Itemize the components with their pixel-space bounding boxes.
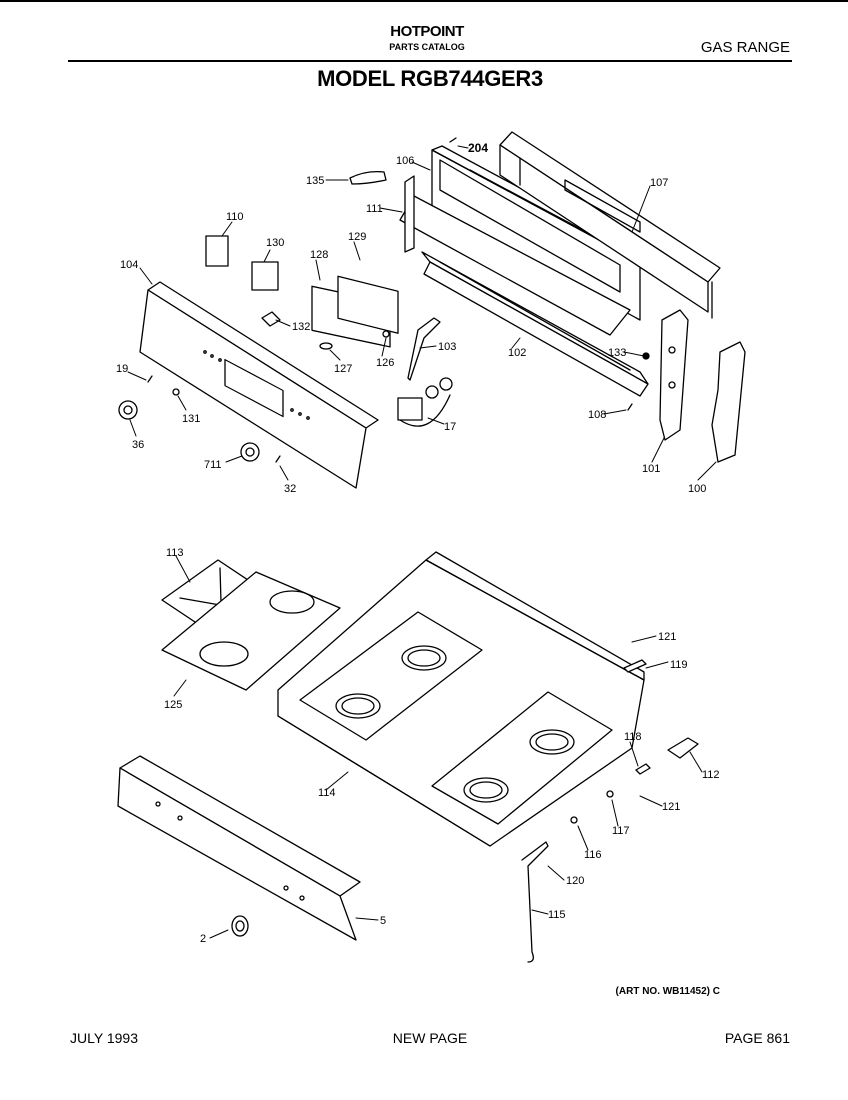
- callout-100: 100: [688, 483, 706, 495]
- side-bracket-101: [659, 309, 689, 441]
- footer-page-number: PAGE 861: [724, 1030, 790, 1046]
- top-border: [0, 0, 848, 2]
- callout-126: 126: [376, 357, 394, 369]
- callout-129: 129: [348, 231, 366, 243]
- callout-131: 131: [182, 413, 200, 425]
- callout-115: 115: [548, 909, 566, 921]
- callout-711: 711: [204, 459, 222, 471]
- callout-121-top: 121: [658, 631, 676, 643]
- callout-116: 116: [584, 849, 602, 861]
- leader-lines: [127, 145, 717, 939]
- backguard-trim-107: [499, 131, 721, 319]
- burner-pan-125: [161, 571, 341, 691]
- callout-204: 204: [468, 141, 488, 155]
- callout-118: 118: [624, 731, 642, 743]
- callout-128: 128: [310, 249, 328, 261]
- trim-strip-102: [421, 251, 649, 397]
- callout-113: 113: [166, 547, 184, 559]
- callout-133: 133: [608, 347, 626, 359]
- callout-110: 110: [226, 211, 244, 223]
- cooktop-114: [277, 551, 645, 847]
- model-title: MODEL RGB744GER3: [317, 66, 543, 91]
- small-parts-lower: [231, 659, 699, 963]
- callout-108: 108: [588, 409, 606, 421]
- screw-204: [449, 137, 457, 143]
- callout-120: 120: [566, 875, 584, 887]
- callout-103: 103: [438, 341, 456, 353]
- callout-127: 127: [334, 363, 352, 375]
- callout-106: 106: [396, 155, 414, 167]
- callout-labels: 204 106 107 135 111 110 130 128 129 104 …: [116, 141, 720, 945]
- callout-36: 36: [132, 439, 144, 451]
- side-trim-100: [711, 341, 746, 463]
- callout-19: 19: [116, 363, 128, 375]
- endcap-111: [404, 175, 415, 253]
- callout-17: 17: [444, 421, 456, 433]
- footer-note: NEW PAGE: [392, 1030, 468, 1046]
- art-number: (ART NO. WB11452) C: [615, 986, 720, 997]
- callout-107: 107: [650, 177, 668, 189]
- catalog-subtitle: PARTS CATALOG: [389, 42, 465, 52]
- brand-title: HOTPOINT: [390, 23, 464, 40]
- callout-130: 130: [266, 237, 284, 249]
- callout-114: 114: [318, 787, 336, 799]
- callout-111: 111: [366, 203, 383, 215]
- callout-119: 119: [670, 659, 688, 671]
- callout-117: 117: [612, 825, 630, 837]
- control-panel-104: [139, 281, 379, 489]
- product-category: GAS RANGE: [700, 39, 790, 56]
- callout-132: 132: [292, 321, 310, 333]
- backguard-panel-106: [399, 145, 651, 336]
- callout-101: 101: [642, 463, 660, 475]
- callout-5: 5: [380, 915, 386, 927]
- callout-32: 32: [284, 483, 296, 495]
- front-trim-5: [117, 755, 361, 941]
- callout-2: 2: [200, 933, 206, 945]
- small-parts-upper: [118, 235, 650, 463]
- header-rule: [68, 60, 792, 62]
- callout-135: 135: [306, 175, 324, 187]
- footer-date: JULY 1993: [70, 1030, 138, 1046]
- clip-135: [349, 170, 387, 185]
- callout-104: 104: [120, 259, 138, 271]
- callout-121-bottom: 121: [662, 801, 680, 813]
- callout-102: 102: [508, 347, 526, 359]
- callout-125: 125: [164, 699, 182, 711]
- callout-112: 112: [702, 769, 720, 781]
